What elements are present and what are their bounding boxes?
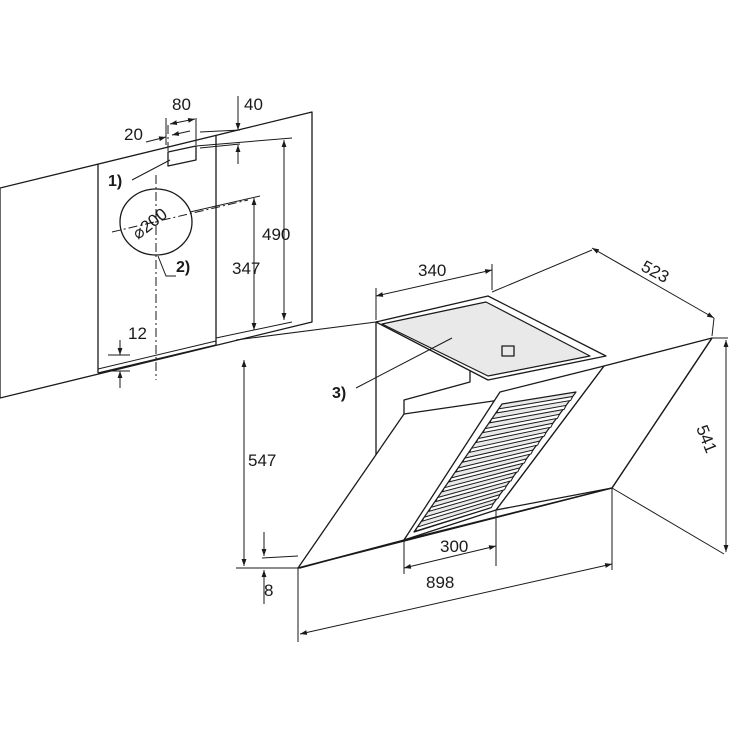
hood-bottom-back — [611, 337, 713, 489]
ext-line-490-top — [195, 137, 293, 147]
grille-slat — [448, 458, 528, 483]
dim-label-541: 541 — [692, 422, 720, 455]
grille-slat — [475, 422, 554, 444]
ext-hood-547-top — [235, 321, 377, 341]
dim-label-490: 490 — [262, 225, 290, 244]
callout-2: 2) — [176, 259, 190, 276]
hood-top-recess — [381, 301, 591, 377]
dim-label-523: 523 — [638, 257, 672, 287]
ext-hood-523-a — [491, 249, 593, 293]
dim-label-898: 898 — [426, 573, 454, 592]
wall-bottom-inner — [97, 340, 217, 370]
callout-3-leader — [355, 337, 453, 389]
dim-label-8: 8 — [264, 581, 273, 600]
callout-1-leader — [131, 159, 171, 181]
grille-slats — [414, 395, 574, 532]
dim-line-340 — [375, 269, 493, 297]
ext-hood-541-bottom — [611, 487, 725, 555]
wall-bottom-edge — [97, 344, 217, 374]
ext-hood-523-b — [711, 317, 715, 337]
dim-line-20-b — [171, 130, 191, 136]
ext-line-347-top — [189, 195, 261, 213]
callout-2-leader — [157, 255, 176, 277]
grille-slat — [461, 440, 541, 463]
cooker-hood: 340 523 547 541 300 898 8 3) — [235, 247, 729, 642]
dim-line-20 — [145, 136, 167, 143]
grille-slat — [488, 404, 567, 424]
hood-top-slot — [501, 345, 515, 357]
grille-slat — [468, 431, 548, 454]
grille-slat — [427, 484, 508, 513]
grille-slat — [495, 395, 574, 414]
grille-slat — [421, 493, 501, 523]
dim-label-80: 80 — [172, 95, 191, 114]
ext-hood-8 — [261, 555, 299, 559]
dim-line-898 — [299, 563, 613, 635]
callout-3: 3) — [332, 385, 346, 402]
grille-slat — [482, 413, 561, 434]
duct-axis-horizontal — [111, 199, 249, 233]
hood-bottom-edge — [297, 487, 613, 569]
dim-line-80 — [169, 117, 196, 126]
ext-line-40-b — [199, 143, 241, 149]
dim-label-20: 20 — [124, 125, 143, 144]
wall-plan: 80 20 40 490 347 12 ⌀200 1) 2) — [0, 95, 313, 399]
grille-slat — [414, 502, 495, 532]
dim-line-523 — [591, 247, 715, 319]
dim-label-347: 347 — [232, 259, 260, 278]
grille-slat — [434, 475, 515, 503]
dim-label-300: 300 — [440, 537, 468, 556]
dim-label-12: 12 — [128, 324, 147, 343]
grille-slat — [441, 467, 521, 493]
dim-label-547: 547 — [248, 451, 276, 470]
callout-1: 1) — [108, 173, 122, 190]
dim-label-40: 40 — [244, 95, 263, 114]
ext-line-40-a — [199, 129, 241, 133]
grille-slat — [455, 449, 534, 473]
dim-label-340: 340 — [418, 261, 446, 280]
